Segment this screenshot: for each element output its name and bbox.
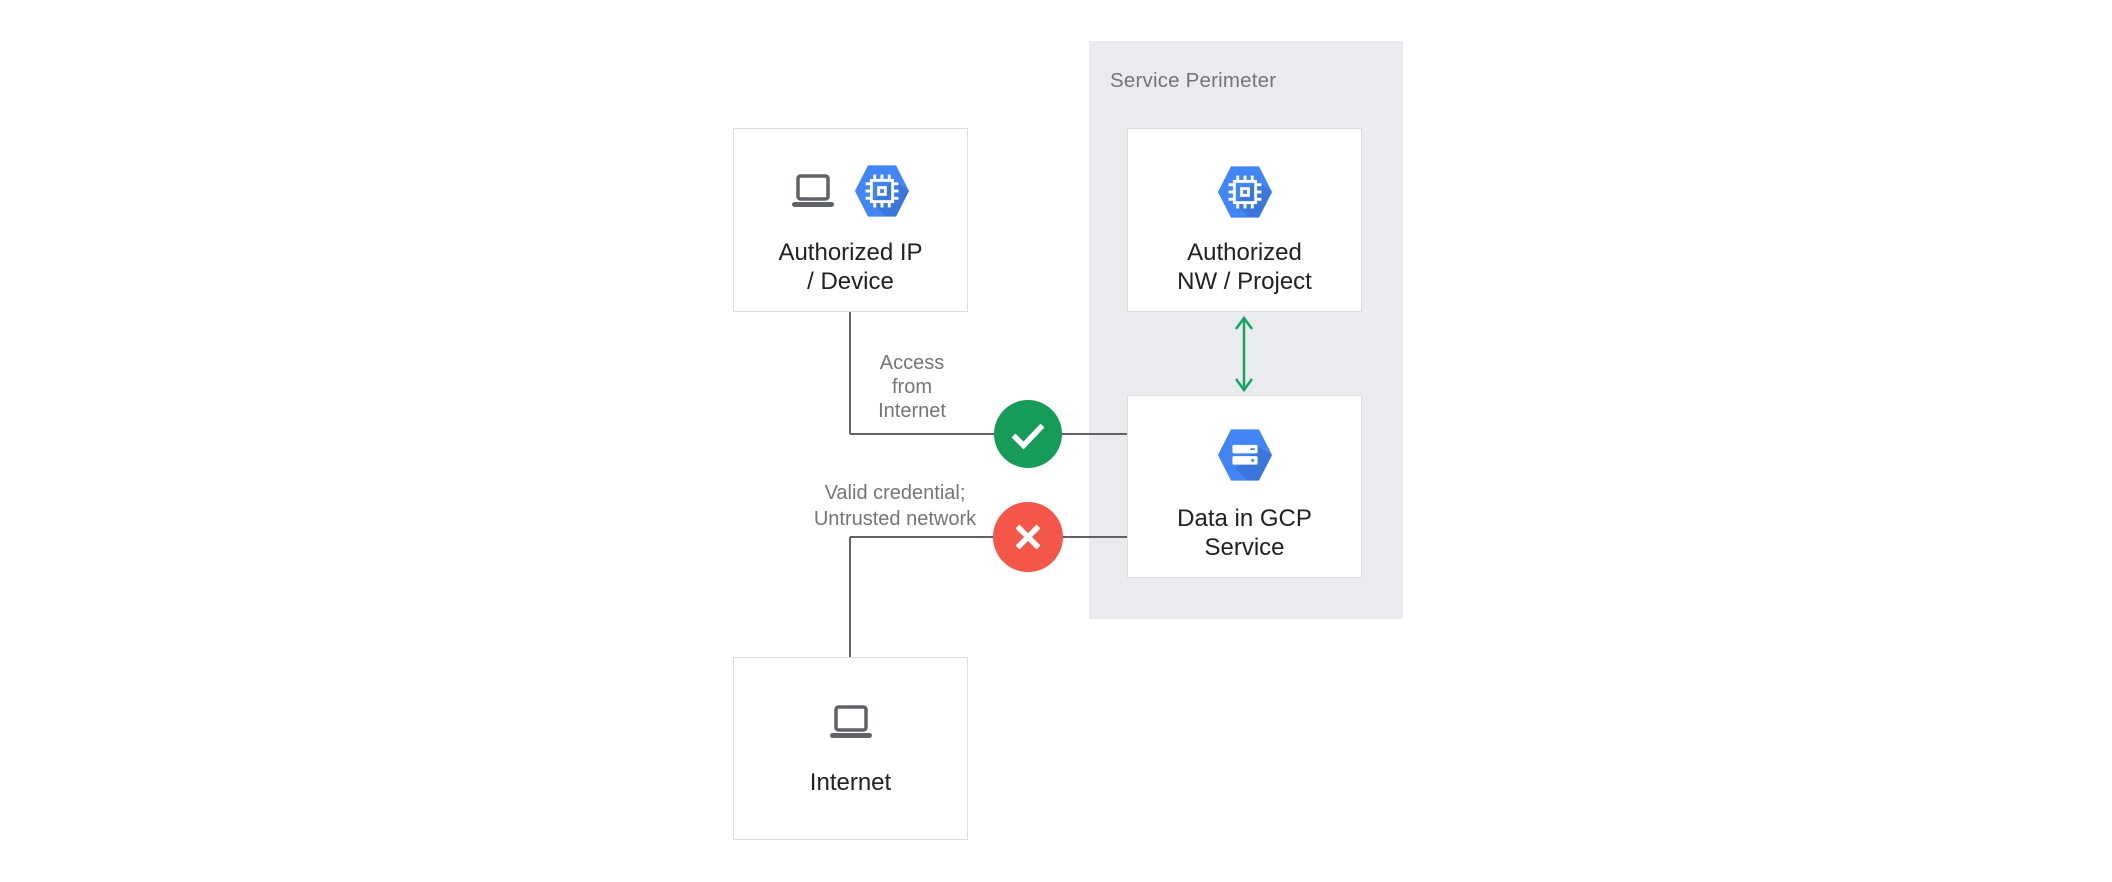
node-label-authorized-ip-device: Authorized IP / Device [778, 239, 923, 295]
compute-engine-hexagon-icon [1216, 163, 1274, 221]
cloud-storage-hexagon-icon [1216, 426, 1274, 484]
edge-label-valid-credential-untrusted-network: Valid credential; Untrusted network [813, 482, 977, 530]
status-badge-blocked [993, 502, 1063, 572]
compute-engine-hexagon-icon [853, 162, 911, 220]
bidirectional-arrow-icon [1231, 312, 1257, 396]
x-icon [993, 502, 1063, 572]
connector-authorized-ip-vertical [849, 312, 851, 434]
node-label-authorized-nw-project: Authorized NW / Project [1177, 239, 1312, 295]
connector-internet-vertical [849, 537, 851, 657]
connector-blocked-horizontal [850, 536, 1127, 538]
status-badge-allowed [994, 400, 1062, 468]
node-label-internet: Internet [809, 769, 892, 796]
edge-label-access-from-internet: Access from Internet [878, 352, 946, 422]
connector-allowed-horizontal [850, 433, 1127, 435]
node-authorized-ip-device: Authorized IP / Device [733, 128, 968, 312]
laptop-icon [828, 704, 874, 740]
node-internet: Internet [733, 657, 968, 840]
node-authorized-nw-project: Authorized NW / Project [1127, 128, 1362, 312]
node-label-data-in-gcp-service: Data in GCP Service [1177, 505, 1312, 561]
check-icon [994, 400, 1062, 468]
node-data-in-gcp-service: Data in GCP Service [1127, 395, 1362, 578]
laptop-icon [790, 173, 836, 209]
service-perimeter-label: Service Perimeter [1110, 69, 1277, 92]
